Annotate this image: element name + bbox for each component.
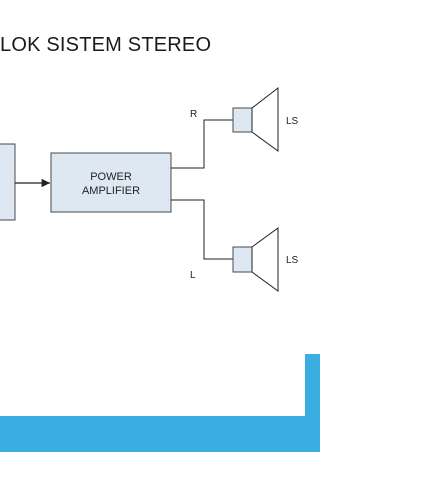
speaker-label-bottom: LS bbox=[286, 255, 299, 266]
power-amplifier-label-line2: AMPLIFIER bbox=[82, 185, 140, 197]
channel-label-right: R bbox=[190, 109, 197, 120]
speaker-label-top: LS bbox=[286, 116, 299, 127]
accent-frame-horizontal bbox=[0, 416, 320, 452]
power-amplifier-label-line1: POWER bbox=[90, 171, 132, 183]
loudspeaker-bottom-icon bbox=[232, 227, 279, 292]
slide-title: LOK SISTEM STEREO bbox=[0, 34, 212, 56]
left-block bbox=[0, 143, 16, 221]
channel-label-left: L bbox=[190, 270, 196, 281]
wire-left-channel bbox=[171, 199, 233, 260]
power-amplifier-block bbox=[50, 152, 172, 213]
wire-right-channel bbox=[171, 119, 233, 169]
loudspeaker-top-icon bbox=[232, 86, 279, 152]
